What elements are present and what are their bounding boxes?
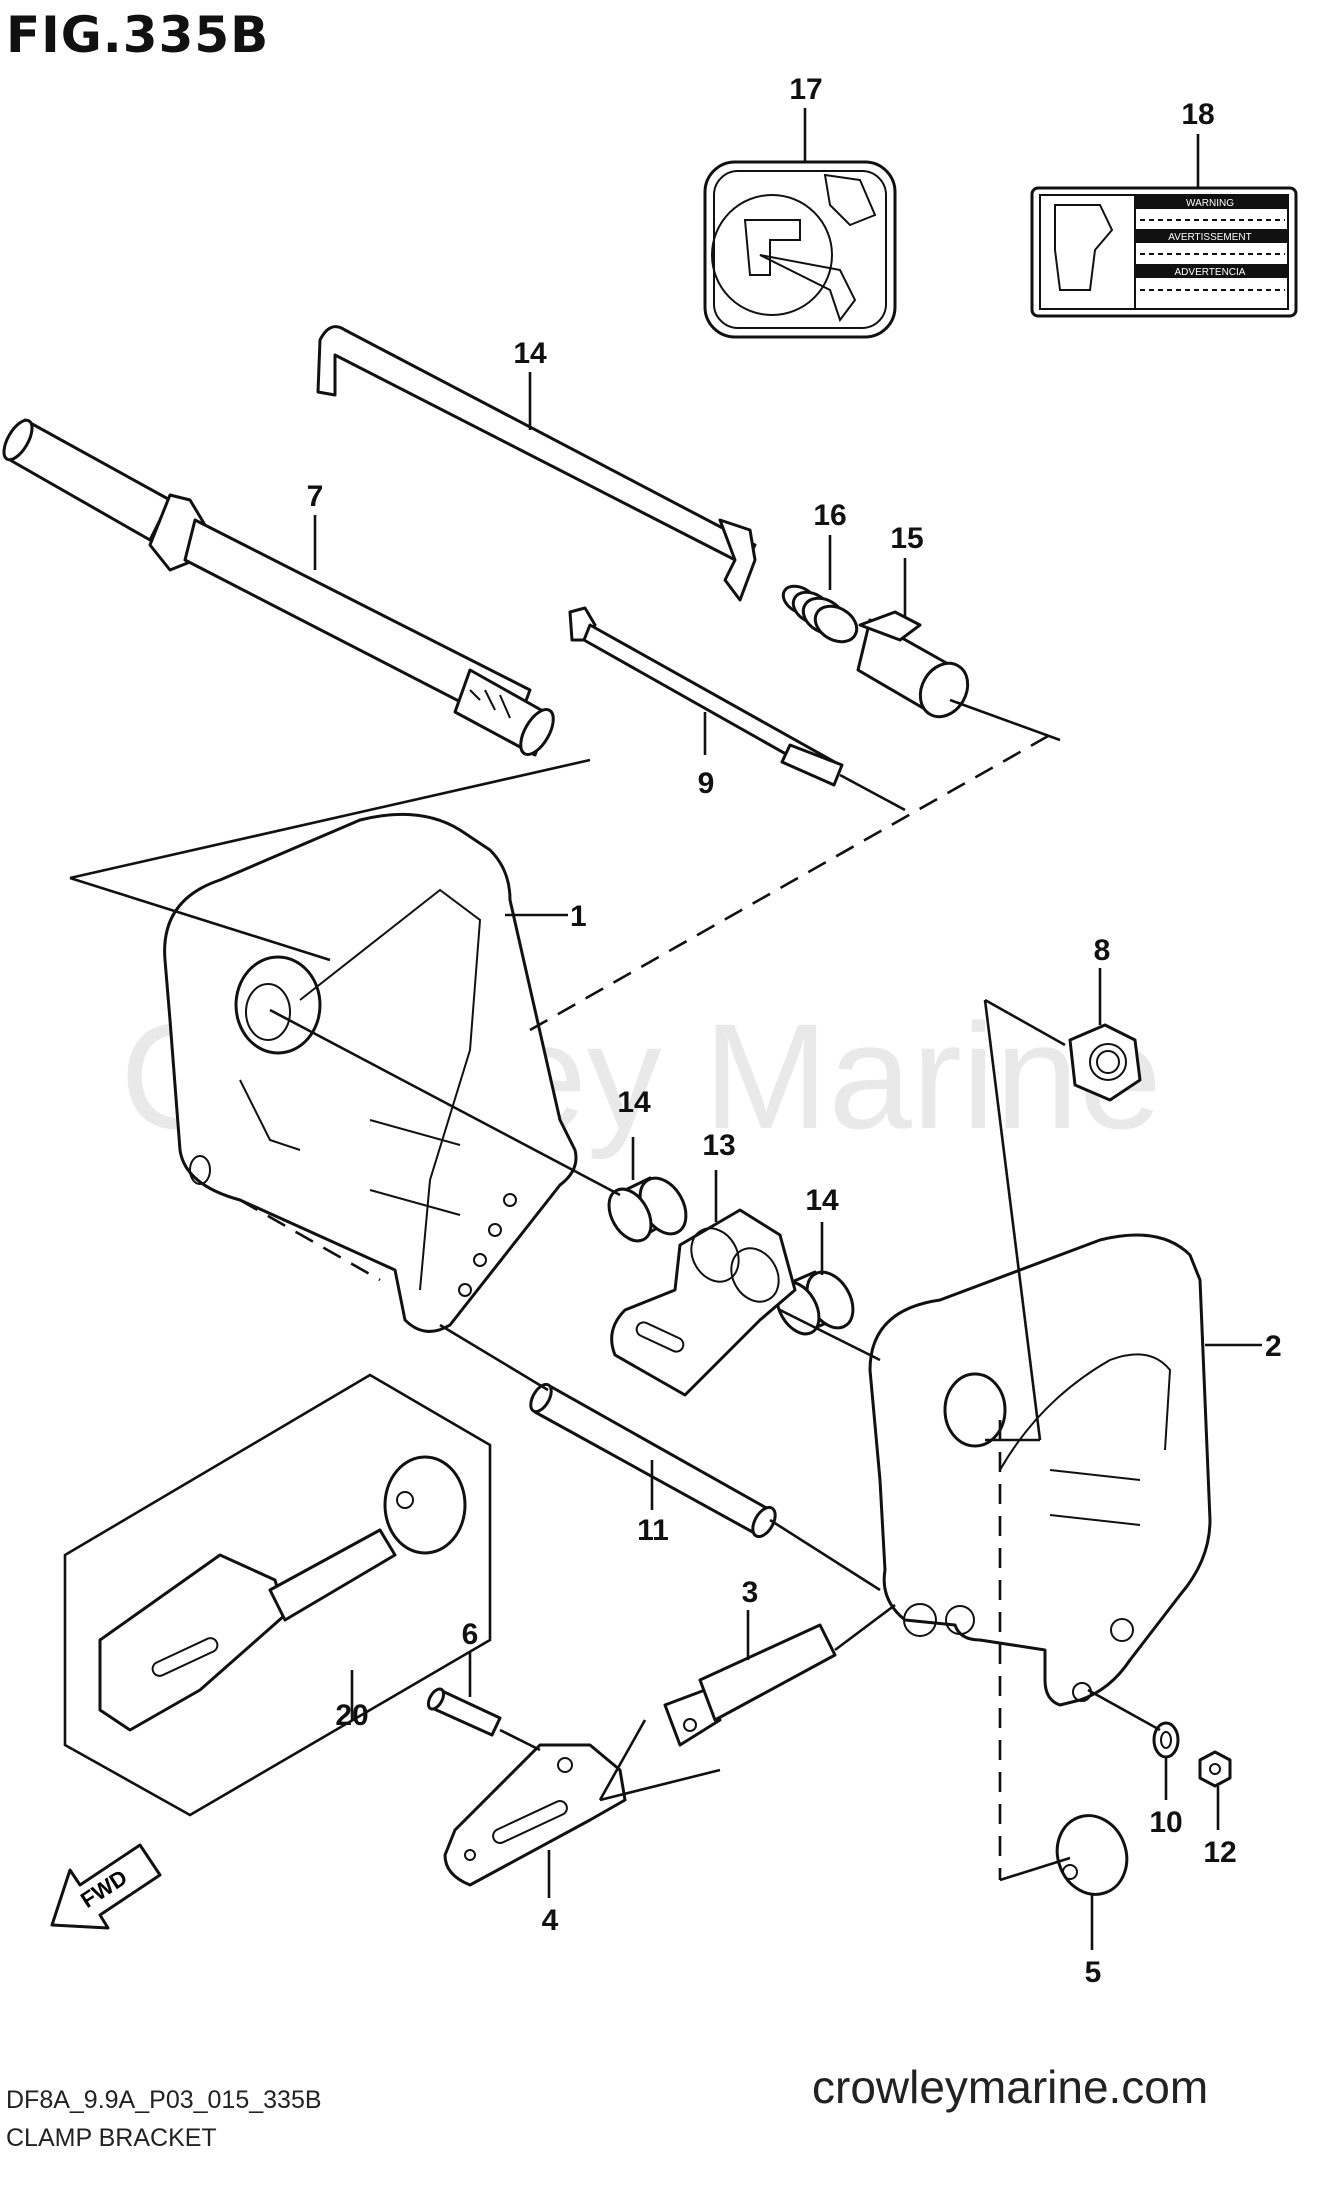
- part-17-spring[interactable]: [778, 581, 863, 649]
- website-label: crowleymarine.com: [812, 2061, 1209, 2113]
- callout-11: 11: [637, 1514, 669, 1547]
- decal-avertissement-text: AVERTISSEMENT: [1168, 232, 1252, 243]
- callout-1: 1: [570, 900, 587, 933]
- callout-14-upper: 14: [617, 1086, 651, 1119]
- callout-14-lower: 14: [805, 1184, 839, 1217]
- decal-warning-text: WARNING: [1186, 198, 1234, 209]
- callout-16: 15: [890, 522, 923, 555]
- part-10-washer[interactable]: [1152, 1721, 1180, 1759]
- callout-2: 2: [1265, 1330, 1282, 1363]
- part-14-bushing-upper[interactable]: [600, 1170, 695, 1248]
- callout-8: 8: [1094, 934, 1111, 967]
- callout-18: 17: [789, 73, 822, 106]
- figure-title: FIG.335B: [6, 6, 270, 64]
- part-13-plate[interactable]: [610, 1208, 797, 1397]
- callout-7: 7: [307, 480, 324, 513]
- part-4-handle[interactable]: [443, 1743, 627, 1887]
- part-5-cap[interactable]: [1046, 1806, 1137, 1904]
- part-1-clamp-bracket[interactable]: [163, 812, 578, 1333]
- callout-20: 20: [335, 1699, 368, 1732]
- part-9-bolt[interactable]: [568, 606, 844, 787]
- callout-15: 14: [513, 337, 547, 370]
- decal-advertencia-text: ADVERTENCIA: [1175, 267, 1246, 278]
- diagram-code: DF8A_9.9A_P03_015_335B: [6, 2086, 322, 2114]
- callout-13: 13: [702, 1129, 735, 1162]
- callout-3: 3: [742, 1576, 759, 1609]
- callout-labels: 17 18 14 7 16 15 9 1 8 14 13 14 2 11 3 6…: [307, 73, 1282, 1989]
- callout-6: 6: [462, 1618, 479, 1651]
- callout-4: 4: [542, 1904, 559, 1937]
- part-8-nut[interactable]: [1068, 1023, 1142, 1102]
- callout-12: 12: [1203, 1836, 1236, 1869]
- part-12-nut[interactable]: [1198, 1750, 1232, 1788]
- leader-lines: [69, 108, 1262, 1950]
- part-16-sleeve[interactable]: [856, 610, 977, 725]
- part-3-screw[interactable]: [663, 1623, 837, 1747]
- diagram-name: CLAMP BRACKET: [6, 2124, 217, 2152]
- part-7-bolt[interactable]: [0, 416, 560, 760]
- part-15-rod[interactable]: [316, 325, 757, 602]
- part-19-warning-label[interactable]: WARNING AVERTISSEMENT ADVERTENCIA: [1030, 186, 1298, 318]
- part-18-decal[interactable]: [703, 160, 897, 339]
- callout-9: 9: [698, 767, 715, 800]
- callout-10: 10: [1149, 1806, 1182, 1839]
- fwd-arrow-icon: FWD: [50, 1843, 162, 1930]
- part-6-pin[interactable]: [425, 1686, 502, 1737]
- part-2-clamp-bracket[interactable]: [868, 1233, 1212, 1707]
- part-20-screw-assembly[interactable]: [63, 1373, 492, 1817]
- callout-5: 5: [1085, 1956, 1102, 1989]
- callout-19: 18: [1181, 98, 1214, 131]
- callout-17: 16: [813, 499, 846, 532]
